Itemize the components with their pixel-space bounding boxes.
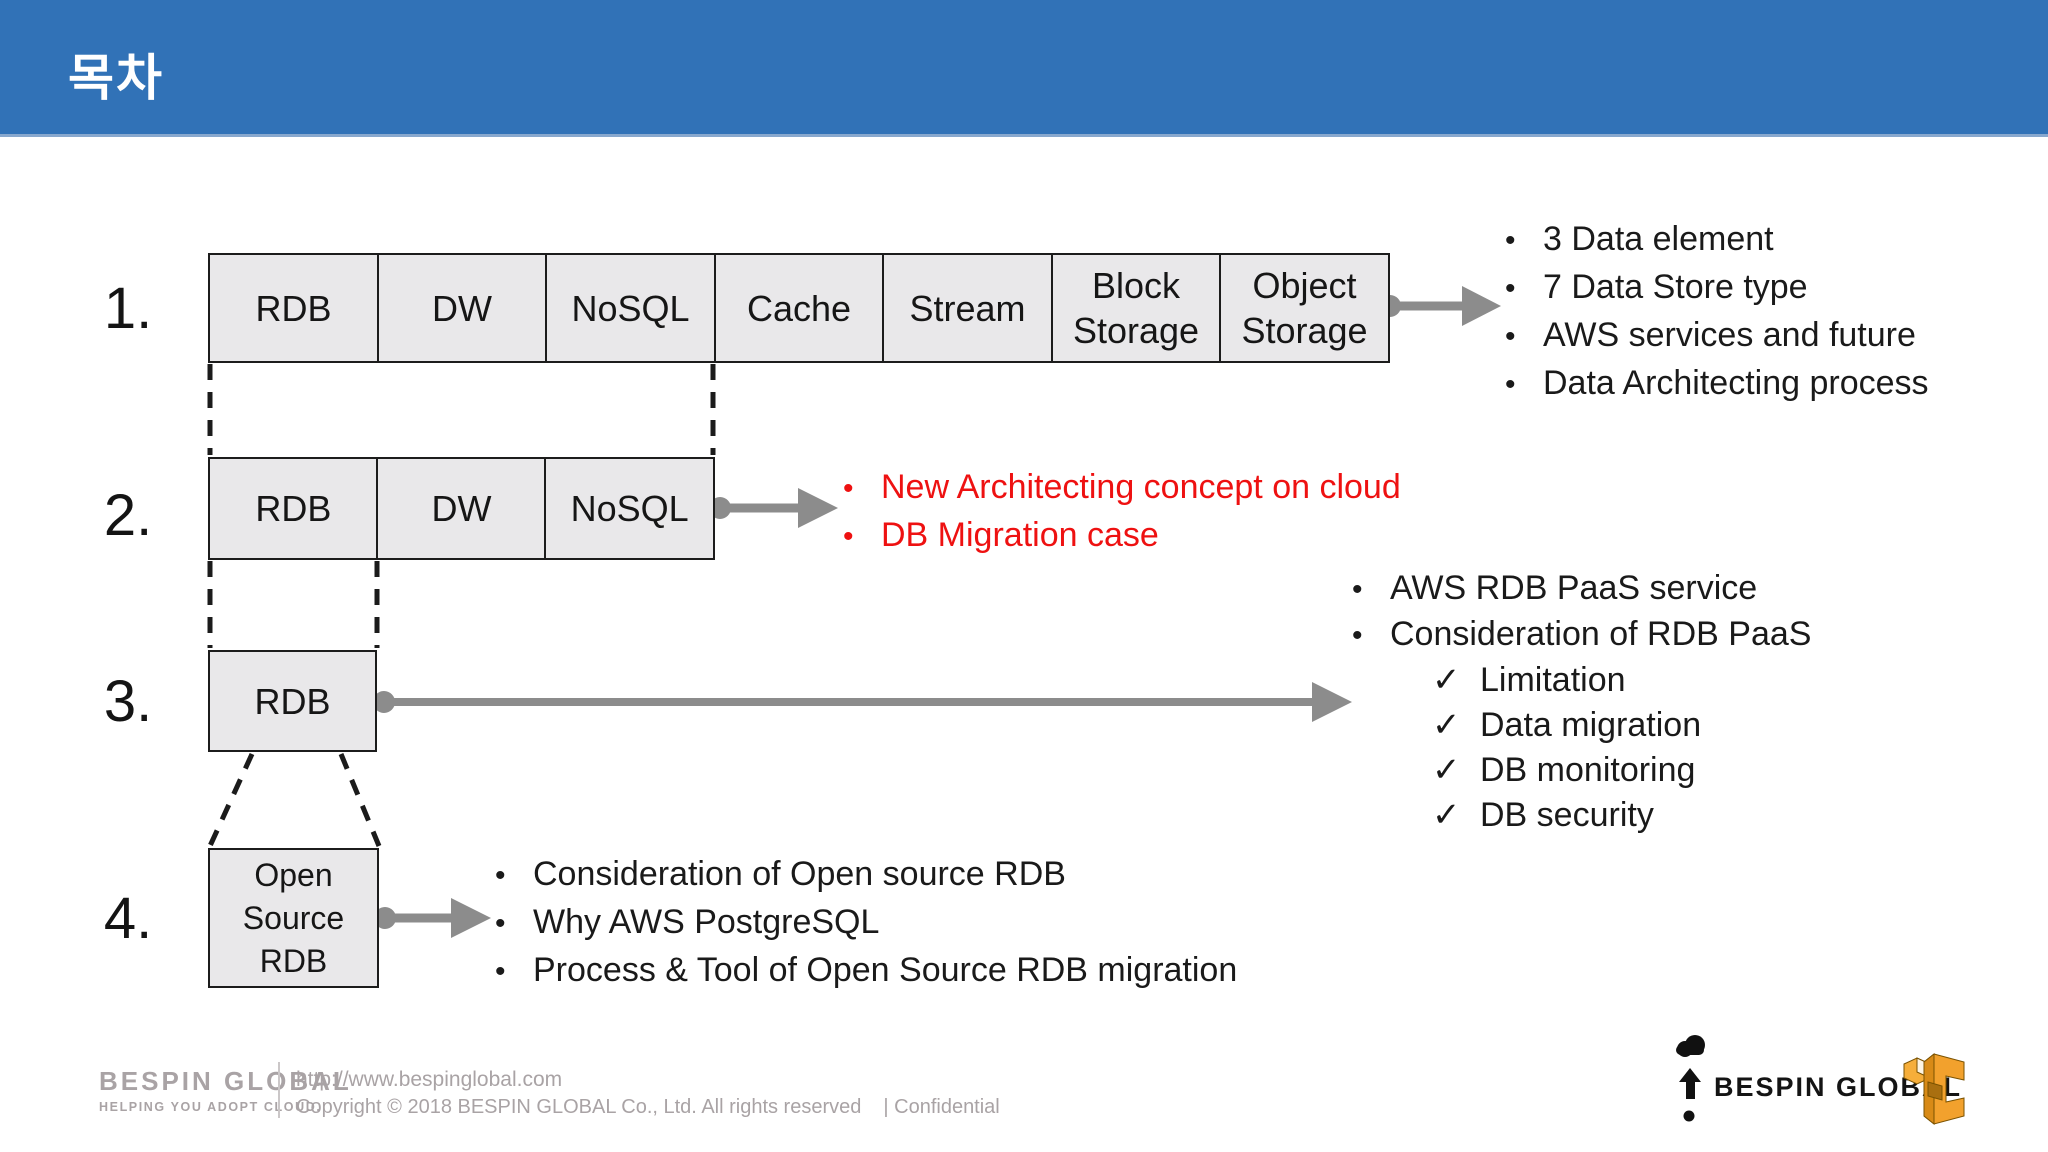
data-store-box-nosql: NoSQL — [545, 253, 716, 363]
list-item: •Why AWS PostgreSQL — [495, 899, 1237, 947]
list-item: ✓Data migration — [1352, 703, 1811, 748]
flow-arrow-4 — [374, 898, 491, 938]
flow-arrow-2 — [709, 488, 838, 528]
bespin-cube-logo — [1903, 1052, 1965, 1126]
bullet-icon: • — [843, 520, 854, 553]
confidential-label: | Confidential — [883, 1096, 1000, 1118]
dashed-connector-row3-row4 — [207, 752, 382, 848]
data-store-box-rdb: RDB — [208, 457, 379, 560]
list-item: •Consideration of RDB PaaS — [1352, 612, 1811, 658]
section-number-4: 4. — [103, 886, 153, 951]
footer-divider — [278, 1062, 280, 1118]
data-store-box-rdb: RDB — [208, 253, 379, 363]
bullet-icon: • — [1505, 224, 1516, 257]
list-item: •New Architecting concept on cloud — [843, 464, 1401, 512]
section-number-1: 1. — [103, 276, 153, 341]
data-store-box-stream: Stream — [882, 253, 1053, 363]
page-title: 목차 — [68, 50, 164, 106]
bullet-icon: • — [495, 955, 506, 988]
bullet-icon: • — [1505, 272, 1516, 305]
section-2-bullet-list: •New Architecting concept on cloud •DB M… — [843, 464, 1401, 560]
data-store-box-object-storage: Object Storage — [1219, 253, 1390, 363]
list-item: ✓DB security — [1352, 793, 1811, 838]
list-item: •Consideration of Open source RDB — [495, 851, 1237, 899]
section-1-bullet-list: •3 Data element •7 Data Store type •AWS … — [1505, 216, 1929, 408]
section-4-bullet-list: •Consideration of Open source RDB •Why A… — [495, 851, 1237, 995]
list-item: •Process & Tool of Open Source RDB migra… — [495, 947, 1237, 995]
bullet-icon: • — [495, 859, 506, 892]
section-3-boxes: RDB — [208, 650, 377, 752]
bullet-icon: • — [495, 907, 506, 940]
list-item: •3 Data element — [1505, 216, 1929, 264]
flow-arrow-3 — [373, 682, 1352, 722]
brand-mark-icons — [1676, 1035, 1705, 1122]
list-item: •AWS services and future — [1505, 312, 1929, 360]
flow-arrow-1 — [1379, 286, 1501, 326]
section-number-2: 2. — [103, 483, 153, 548]
dashed-connector-row1-row2 — [207, 364, 716, 455]
data-store-box-open-source-rdb: Open Source RDB — [208, 848, 379, 988]
footer-url: http://www.bespinglobal.com — [296, 1068, 563, 1091]
checkmark-icon: ✓ — [1432, 706, 1461, 744]
list-item: ✓Limitation — [1352, 658, 1811, 703]
section-number-3: 3. — [103, 669, 153, 734]
list-item: ✓DB monitoring — [1352, 748, 1811, 793]
bullet-icon: • — [1352, 573, 1363, 606]
dot-icon — [1683, 1110, 1695, 1122]
data-store-box-cache: Cache — [713, 253, 885, 363]
list-item: •7 Data Store type — [1505, 264, 1929, 312]
data-store-box-dw: DW — [376, 457, 547, 560]
checkmark-icon: ✓ — [1432, 751, 1461, 789]
section-1-boxes: RDB DW NoSQL Cache Stream Block Storage … — [208, 253, 1390, 363]
dashed-connector-row2-row3 — [207, 561, 380, 648]
up-arrow-icon — [1679, 1068, 1701, 1099]
data-store-box-rdb: RDB — [208, 650, 377, 752]
checkmark-icon: ✓ — [1432, 796, 1461, 834]
data-store-box-block-storage: Block Storage — [1050, 253, 1222, 363]
list-item: •Data Architecting process — [1505, 360, 1929, 408]
bullet-icon: • — [1505, 320, 1516, 353]
bullet-icon: • — [1352, 619, 1363, 652]
list-item: •AWS RDB PaaS service — [1352, 566, 1811, 612]
data-store-box-nosql: NoSQL — [544, 457, 716, 560]
section-4-boxes: Open Source RDB — [208, 848, 379, 988]
bullet-icon: • — [843, 472, 854, 505]
footer-tagline: HELPING YOU ADOPT CLOUD. — [99, 1100, 322, 1114]
list-item: •DB Migration case — [843, 512, 1401, 560]
footer-copyright: Copyright © 2018 BESPIN GLOBAL Co., Ltd.… — [296, 1096, 1000, 1118]
header-bar: 목차 — [0, 0, 2048, 137]
section-2-boxes: RDB DW NoSQL — [208, 457, 716, 560]
cloud-icon — [1676, 1035, 1705, 1057]
footer-logo-text: BESPIN GLOBAL — [99, 1066, 352, 1096]
checkmark-icon: ✓ — [1432, 661, 1461, 699]
section-3-bullet-list: •AWS RDB PaaS service •Consideration of … — [1352, 566, 1811, 838]
bullet-icon: • — [1505, 368, 1516, 401]
data-store-box-dw: DW — [376, 253, 548, 363]
